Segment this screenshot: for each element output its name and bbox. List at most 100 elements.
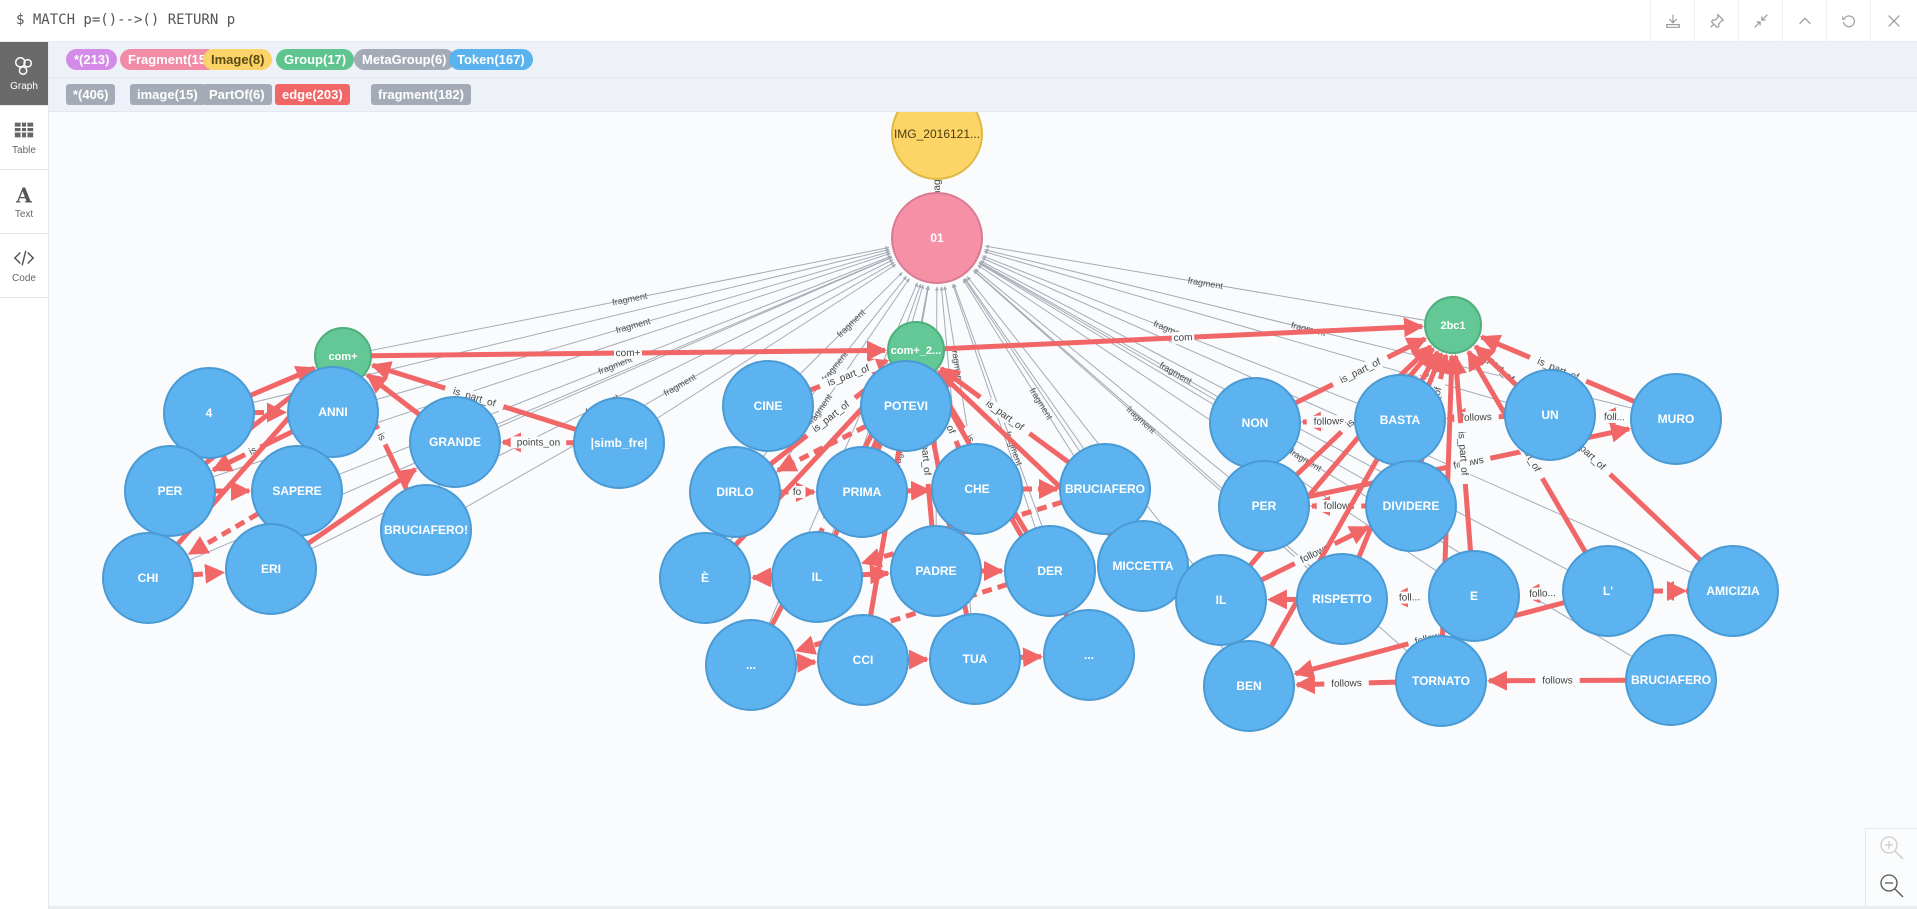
sidebar-item-table[interactable]: Table — [0, 106, 48, 170]
node-circle[interactable] — [573, 397, 665, 489]
node-label-pill[interactable]: *(213) — [66, 49, 118, 70]
sidebar-item-code[interactable]: Code — [0, 234, 48, 298]
token-node[interactable]: MICCETTA — [1097, 520, 1189, 612]
node-circle[interactable] — [124, 445, 216, 537]
follows-relationship[interactable] — [1019, 647, 1044, 668]
token-node[interactable]: BRUCIAFERO — [1625, 634, 1717, 726]
node-label-pill[interactable]: MetaGroup(6) — [354, 49, 455, 70]
token-node[interactable]: POTEVI — [860, 360, 952, 452]
token-node[interactable]: BASTA — [1354, 374, 1446, 466]
node-circle[interactable] — [931, 443, 1023, 535]
token-node[interactable]: ... — [705, 619, 797, 711]
graph-visualization[interactable]: fragmentfragmentfragmentfragmentfragment… — [49, 112, 1917, 909]
fragment-relationship[interactable] — [979, 262, 1217, 401]
node-circle[interactable] — [1175, 554, 1267, 646]
token-node[interactable]: MURO — [1630, 373, 1722, 465]
token-node[interactable]: TORNATO — [1395, 635, 1487, 727]
node-circle[interactable] — [1365, 460, 1457, 552]
zoom-out-button[interactable] — [1866, 867, 1917, 905]
token-node[interactable]: AMICIZIA — [1687, 545, 1779, 637]
token-node[interactable]: PRIMA — [816, 446, 908, 538]
node-circle[interactable] — [722, 360, 814, 452]
fragment-relationship[interactable] — [943, 285, 971, 445]
fragment-relationship[interactable] — [974, 268, 1230, 478]
node-circle[interactable] — [1218, 460, 1310, 552]
token-node[interactable]: DIRLO — [689, 446, 781, 538]
token-node[interactable]: E — [1428, 550, 1520, 642]
token-node[interactable]: BEN — [1203, 640, 1295, 732]
node-circle[interactable] — [102, 532, 194, 624]
fragment-relationship[interactable] — [656, 264, 897, 420]
token-node[interactable]: CHE — [931, 443, 1023, 535]
node-circle[interactable] — [225, 523, 317, 615]
node-label-pill[interactable]: Fragment(15) — [120, 49, 219, 70]
node-circle[interactable] — [1687, 545, 1779, 637]
node-circle[interactable] — [1428, 550, 1520, 642]
relationship-type-pill[interactable]: image(15) — [130, 84, 205, 105]
pin-button[interactable] — [1694, 0, 1738, 42]
token-node[interactable]: DIVIDERE — [1365, 460, 1457, 552]
node-circle[interactable] — [1562, 545, 1654, 637]
token-node[interactable]: GRANDE — [409, 396, 501, 488]
fragment-relationship[interactable] — [984, 244, 1426, 321]
node-circle[interactable] — [1395, 635, 1487, 727]
node-label-pill[interactable]: Token(167) — [449, 49, 533, 70]
node-circle[interactable] — [380, 484, 472, 576]
fragment-relationship[interactable] — [977, 264, 1437, 572]
token-node[interactable]: 4 — [163, 367, 255, 459]
image-node[interactable]: IMG_2016121... — [891, 112, 983, 180]
follows-relationship[interactable] — [795, 652, 818, 673]
node-circle[interactable] — [1504, 369, 1596, 461]
node-circle[interactable] — [1004, 525, 1096, 617]
node-circle[interactable] — [890, 525, 982, 617]
edge-relationship[interactable] — [249, 365, 317, 398]
relationship-type-pill[interactable]: edge(203) — [275, 84, 350, 105]
node-circle[interactable] — [287, 366, 379, 458]
node-circle[interactable] — [1630, 373, 1722, 465]
token-node[interactable]: BRUCIAFERO — [1059, 443, 1151, 535]
node-circle[interactable] — [1097, 520, 1189, 612]
node-circle[interactable] — [659, 532, 751, 624]
token-node[interactable]: ERI — [225, 523, 317, 615]
follows-relationship[interactable] — [187, 511, 260, 556]
fragment-relationship[interactable] — [370, 246, 890, 352]
fragment-relationship[interactable] — [982, 255, 1359, 405]
token-node[interactable]: PER — [124, 445, 216, 537]
fragment-node[interactable]: 01 — [891, 192, 983, 284]
token-node[interactable]: CINE — [722, 360, 814, 452]
node-circle[interactable] — [891, 112, 983, 180]
token-node[interactable]: PADRE — [890, 525, 982, 617]
node-label-pill[interactable]: Group(17) — [276, 49, 355, 70]
token-node[interactable]: BRUCIAFERO! — [380, 484, 472, 576]
relationship-type-pill[interactable]: fragment(182) — [371, 84, 471, 105]
token-node[interactable]: |simb_fre| — [573, 397, 665, 489]
node-circle[interactable] — [689, 446, 781, 538]
follows-relationship[interactable] — [906, 480, 932, 501]
node-circle[interactable] — [409, 396, 501, 488]
node-circle[interactable] — [1625, 634, 1717, 726]
node-circle[interactable] — [817, 614, 909, 706]
node-circle[interactable] — [891, 192, 983, 284]
node-circle[interactable] — [860, 360, 952, 452]
zoom-in-button[interactable] — [1866, 829, 1917, 867]
collapse-button[interactable] — [1738, 0, 1782, 42]
token-node[interactable]: ... — [1043, 609, 1135, 701]
follows-relationship[interactable] — [861, 564, 891, 585]
token-node[interactable]: UN — [1504, 369, 1596, 461]
node-circle[interactable] — [1296, 553, 1388, 645]
node-circle[interactable] — [1203, 640, 1295, 732]
node-circle[interactable] — [705, 619, 797, 711]
token-node[interactable]: È — [659, 532, 751, 624]
token-node[interactable]: IL — [771, 531, 863, 623]
token-node[interactable]: PER — [1218, 460, 1310, 552]
node-circle[interactable] — [816, 446, 908, 538]
node-circle[interactable] — [929, 613, 1021, 705]
token-node[interactable]: NON — [1209, 377, 1301, 469]
relationship-type-pill[interactable]: PartOf(6) — [202, 84, 272, 105]
group-node[interactable]: 2bc1 — [1424, 296, 1482, 354]
sidebar-item-graph[interactable]: Graph — [0, 42, 48, 106]
fragment-relationship[interactable] — [464, 261, 895, 509]
download-button[interactable] — [1650, 0, 1694, 42]
token-node[interactable]: L' — [1562, 545, 1654, 637]
